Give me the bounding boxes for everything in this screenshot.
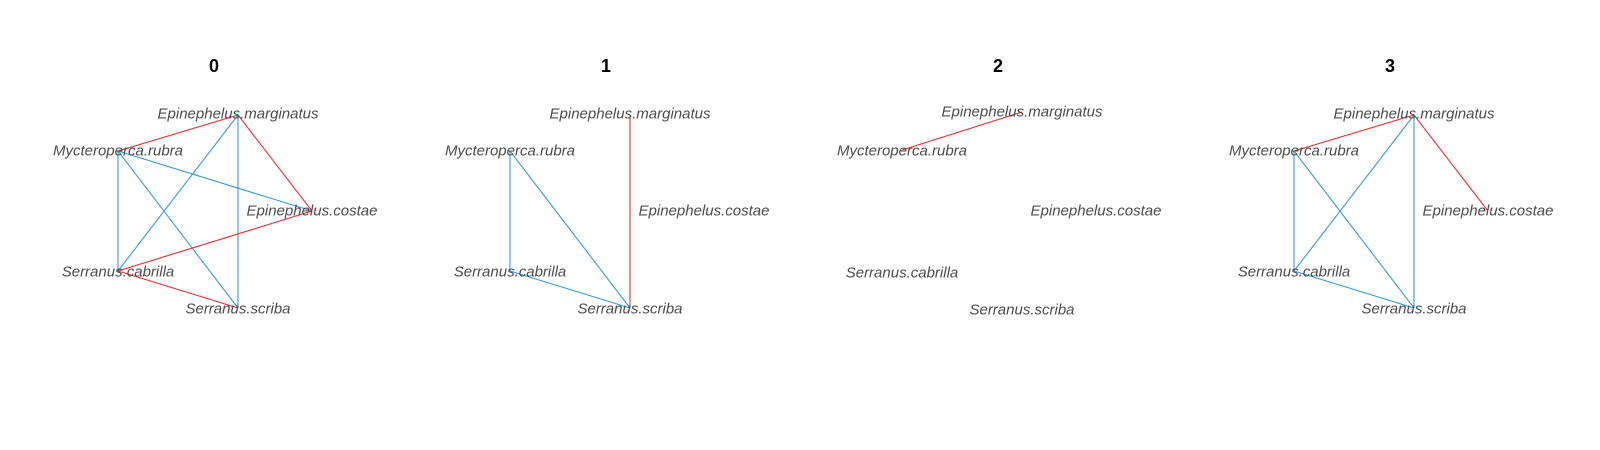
node-label-serranus-cabrilla: Serranus.cabrilla (62, 264, 175, 281)
edge-negative-epinephelus-costae-serranus-cabrilla (117, 210, 313, 272)
edge-positive-epinephelus-marginatus-serranus-cabrilla (1293, 114, 1415, 272)
network-panel-2: 2Epinephelus.marginatusMycteroperca.rubr… (837, 56, 1162, 319)
edge-positive-serranus-cabrilla-serranus-scriba (1293, 270, 1415, 309)
edge-negative-epinephelus-marginatus-epinephelus-costae (1413, 114, 1489, 212)
edge-positive-mycteroperca-rubra-serranus-scriba (117, 150, 239, 309)
node-label-epinephelus-marginatus: Epinephelus.marginatus (942, 104, 1103, 121)
edge-negative-mycteroperca-rubra-epinephelus-marginatus (901, 111, 1023, 151)
node-label-epinephelus-marginatus: Epinephelus.marginatus (158, 106, 319, 123)
edge-positive-mycteroperca-rubra-epinephelus-costae (117, 150, 313, 212)
node-label-mycteroperca-rubra: Mycteroperca.rubra (445, 143, 575, 160)
node-label-serranus-scriba: Serranus.scriba (185, 301, 290, 318)
network-panel-0: 0Epinephelus.marginatusMycteroperca.rubr… (53, 56, 378, 318)
node-label-epinephelus-costae: Epinephelus.costae (1031, 203, 1162, 220)
node-label-epinephelus-costae: Epinephelus.costae (1423, 203, 1554, 220)
network-panel-1: 1Epinephelus.marginatusMycteroperca.rubr… (445, 56, 770, 318)
node-label-serranus-scriba: Serranus.scriba (969, 302, 1074, 319)
node-label-serranus-scriba: Serranus.scriba (1361, 301, 1466, 318)
panel-title: 1 (601, 56, 611, 76)
node-label-serranus-cabrilla: Serranus.cabrilla (846, 265, 959, 282)
node-label-mycteroperca-rubra: Mycteroperca.rubra (1229, 143, 1359, 160)
node-label-serranus-cabrilla: Serranus.cabrilla (454, 264, 567, 281)
edge-positive-mycteroperca-rubra-serranus-scriba (509, 150, 631, 309)
network-panel-3: 3Epinephelus.marginatusMycteroperca.rubr… (1229, 56, 1554, 318)
edge-negative-epinephelus-marginatus-mycteroperca-rubra (117, 114, 239, 152)
node-label-epinephelus-costae: Epinephelus.costae (639, 203, 770, 220)
edge-negative-epinephelus-marginatus-epinephelus-costae (237, 114, 313, 212)
node-label-epinephelus-costae: Epinephelus.costae (247, 203, 378, 220)
node-label-serranus-cabrilla: Serranus.cabrilla (1238, 264, 1351, 281)
node-label-serranus-scriba: Serranus.scriba (577, 301, 682, 318)
edge-positive-mycteroperca-rubra-serranus-scriba (1293, 150, 1415, 309)
edge-positive-serranus-cabrilla-serranus-scriba (509, 270, 631, 309)
node-label-epinephelus-marginatus: Epinephelus.marginatus (550, 106, 711, 123)
node-label-mycteroperca-rubra: Mycteroperca.rubra (837, 143, 967, 160)
node-label-epinephelus-marginatus: Epinephelus.marginatus (1334, 106, 1495, 123)
panel-title: 2 (993, 56, 1003, 76)
edge-positive-epinephelus-marginatus-serranus-cabrilla (117, 114, 239, 272)
edge-negative-epinephelus-marginatus-mycteroperca-rubra (1293, 114, 1415, 152)
panel-title: 3 (1385, 56, 1395, 76)
panel-title: 0 (209, 56, 219, 76)
node-label-mycteroperca-rubra: Mycteroperca.rubra (53, 143, 183, 160)
edge-negative-serranus-cabrilla-serranus-scriba (117, 270, 239, 309)
